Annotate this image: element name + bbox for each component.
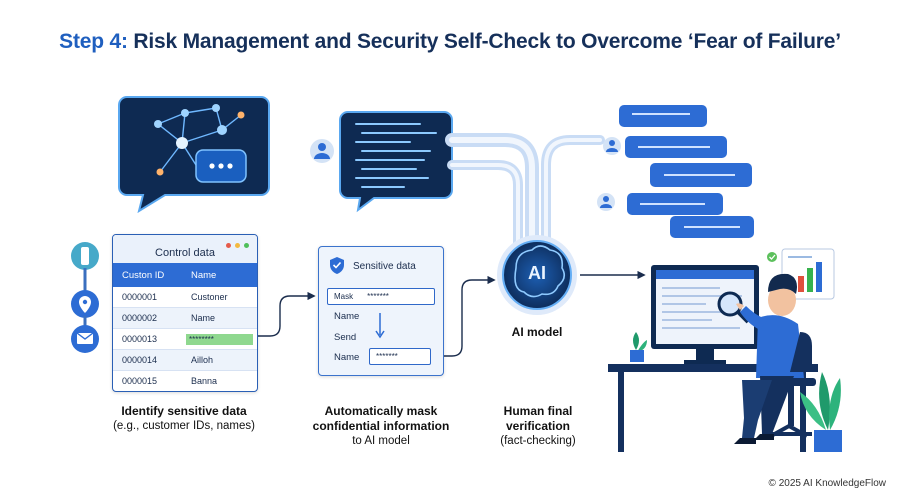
caption-mask-line2: confidential information: [312, 419, 450, 433]
table-row: 0000015 Banna: [113, 371, 257, 391]
flow-pipes: [445, 133, 605, 252]
sensitive-data-card: Sensitive data Mask ******* Name Send Nam…: [318, 246, 444, 376]
table-column-headers: Custon ID Name: [113, 263, 257, 287]
window-dot-yellow: [235, 243, 240, 248]
column-header-name: Name: [191, 269, 217, 281]
caption-human: Human final verification (fact-checking): [488, 404, 588, 448]
chat-avatar-icon: [603, 137, 621, 155]
table-row: 0000002 Name: [113, 308, 257, 329]
column-header-id: Custon ID: [122, 269, 165, 281]
mail-icon: [71, 325, 99, 353]
row-id: 0000015: [122, 376, 158, 386]
caption-mask-line1: Automatically mask: [324, 404, 438, 418]
caption-human-line2: verification: [505, 419, 571, 433]
page-title: Step 4: Risk Management and Security Sel…: [0, 30, 900, 54]
document-bubble-icon: [339, 111, 453, 213]
shield-check-icon: [330, 257, 344, 274]
caption-human-line3: (fact-checking): [500, 435, 576, 447]
caption-identify-sub: (e.g., customer IDs, names): [113, 420, 255, 432]
row-name: Custoner: [191, 292, 228, 302]
chat-bubbles: [619, 105, 754, 238]
ai-model-label: AI model: [511, 325, 563, 339]
row-id: 0000014: [122, 355, 158, 365]
table-row: 0000014 Ailloh: [113, 350, 257, 371]
ai-badge: AI: [528, 263, 546, 283]
table-row: 0000001 Custoner: [113, 287, 257, 308]
arrow-mask-to-ai: [432, 275, 496, 357]
caption-human-line1: Human final: [503, 404, 573, 418]
window-dot-green: [244, 243, 249, 248]
caption-mask: Automatically mask confidential informat…: [306, 404, 456, 448]
row-id: 0000002: [122, 313, 158, 323]
caption-identify-title: Identify sensitive data: [121, 404, 247, 418]
row-id: 0000001: [122, 292, 158, 302]
network-bubble-icon: [118, 96, 270, 214]
title-text: Risk Management and Security Self-Check …: [133, 30, 841, 53]
mask-value: *******: [367, 292, 389, 301]
window-dot-red: [226, 243, 231, 248]
send-label: Send: [334, 332, 357, 343]
ai-brain-icon: [497, 235, 577, 315]
mask-field: Mask *******: [327, 288, 435, 305]
user-avatar-icon: [310, 139, 334, 163]
usb-drive-icon: [71, 242, 99, 270]
arrow-table-to-mask: [247, 291, 316, 337]
row-name: Ailloh: [191, 355, 214, 365]
row-name: Banna: [191, 376, 218, 386]
masked-name-field: *******: [369, 348, 431, 365]
chat-avatar-icon: [597, 193, 615, 211]
row-id: 0000013: [122, 334, 158, 344]
row-name-masked: ********: [186, 333, 253, 345]
table-header: Control data: [113, 235, 257, 263]
caption-identify: Identify sensitive data (e.g., customer …: [98, 404, 270, 433]
table-row: 0000013 ********: [113, 329, 257, 350]
human-verification-scene: [608, 248, 842, 452]
copyright: © 2025 AI KnowledgeFlow: [768, 478, 886, 489]
name2-label: Name: [334, 352, 360, 363]
caption-mask-line3: to AI model: [352, 435, 410, 447]
name-label: Name: [334, 311, 360, 322]
control-data-table: Control data Custon ID Name 0000001 Custo…: [112, 234, 258, 392]
table-title: Control data: [155, 247, 215, 259]
sensitive-card-title: Sensitive data: [353, 261, 416, 272]
location-pin-icon: [71, 290, 99, 318]
step-label: Step 4:: [59, 30, 128, 53]
row-name: Name: [191, 313, 216, 323]
mask-label: Mask: [334, 292, 354, 301]
arrow-down-icon: [375, 313, 385, 339]
